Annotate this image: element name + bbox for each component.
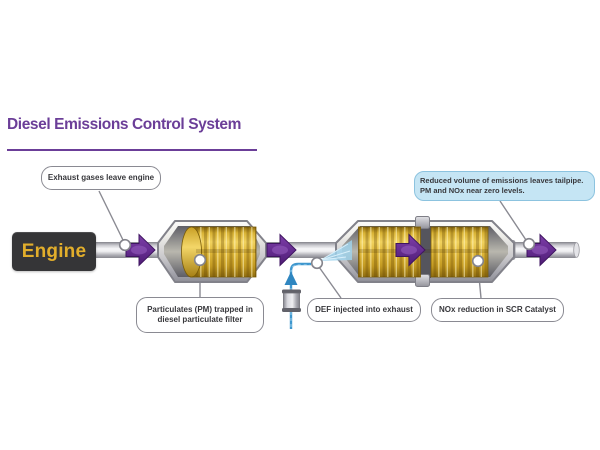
callout-anchors bbox=[118, 237, 536, 270]
callout-pm-line2: diesel particulate filter bbox=[157, 315, 243, 324]
def-flow-arrow-icon bbox=[284, 271, 298, 285]
def-pump bbox=[283, 292, 300, 309]
callout-anchor-exhaust bbox=[118, 238, 132, 252]
callout-line-exhaust bbox=[98, 190, 124, 241]
flow-arrow-highlights bbox=[131, 245, 548, 255]
dpf-assembly bbox=[157, 220, 267, 283]
callout-exhaust-text: Exhaust gases leave engine bbox=[47, 172, 155, 182]
scr-assembly bbox=[335, 216, 515, 287]
title-underline bbox=[7, 149, 257, 151]
scr-catalyst-2-ribs bbox=[431, 227, 488, 277]
scr-junction-gap bbox=[420, 226, 431, 278]
engine-label: Engine bbox=[21, 240, 87, 262]
callout-def-text: DEF injected into exhaust bbox=[315, 304, 413, 314]
dpf-mid-shade bbox=[196, 249, 256, 253]
callout-anchor-pm bbox=[193, 253, 207, 267]
scr-flange-tab-top bbox=[415, 216, 430, 229]
def-pump-cap-bottom bbox=[282, 308, 301, 312]
callout-exhaust-gases: Exhaust gases leave engine bbox=[41, 166, 161, 190]
def-spray bbox=[320, 240, 352, 261]
callout-pm-line1: Particulates (PM) trapped in bbox=[147, 304, 253, 314]
callout-particulates: Particulates (PM) trapped in diesel part… bbox=[136, 297, 264, 333]
page-title: Diesel Emissions Control System bbox=[7, 116, 241, 133]
callout-tailpipe-note: Reduced volume of emissions leaves tailp… bbox=[414, 171, 595, 201]
callout-tailpipe-line1: Reduced volume of emissions leaves tailp… bbox=[420, 175, 584, 185]
callout-anchor-tailpipe bbox=[522, 237, 536, 251]
def-injection bbox=[282, 262, 311, 329]
callout-nox-text: NOx reduction in SCR Catalyst bbox=[439, 304, 556, 314]
callout-tailpipe-line2: PM and NOx near zero levels. bbox=[420, 186, 525, 195]
callout-nox-reduction: NOx reduction in SCR Catalyst bbox=[431, 298, 564, 322]
def-pump-cap-top bbox=[282, 289, 301, 294]
callout-line-tailpipe bbox=[499, 200, 527, 241]
callout-anchor-nox bbox=[471, 254, 485, 268]
callout-line-def bbox=[318, 266, 342, 299]
callout-def-injected: DEF injected into exhaust bbox=[307, 298, 421, 322]
callout-anchor-def bbox=[310, 256, 324, 270]
engine-block: Engine bbox=[12, 232, 96, 271]
tailpipe-end bbox=[573, 242, 580, 258]
scr-flange-tab-bottom bbox=[415, 274, 430, 287]
